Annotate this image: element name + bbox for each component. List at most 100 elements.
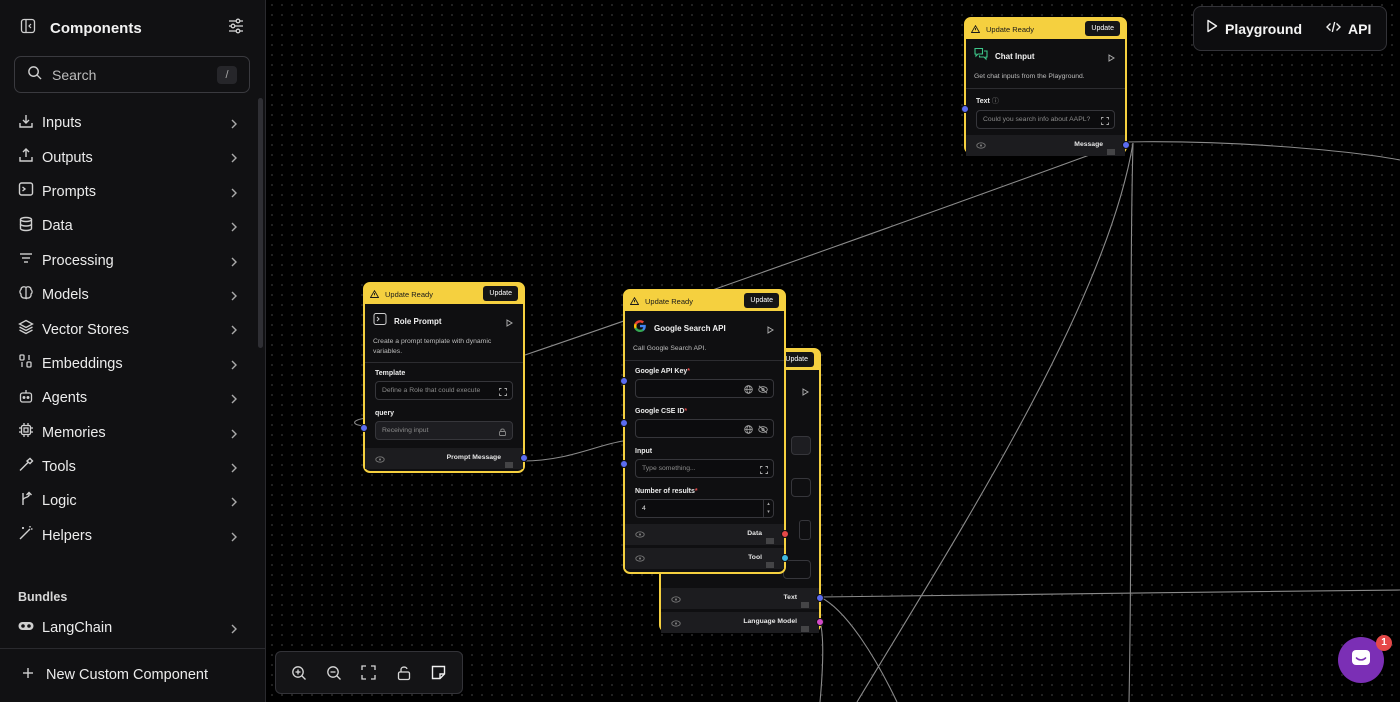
output-handle-message[interactable] [1122,140,1130,149]
drag-handle-icon[interactable] [766,555,774,573]
drag-handle-icon[interactable] [766,531,774,549]
globe-icon[interactable] [744,424,753,437]
bot-icon [18,388,34,409]
sidebar-item-outputs[interactable]: Outputs [0,140,256,174]
sidebar-item-processing[interactable]: Processing [0,244,256,278]
field-label-template: Template [375,370,406,377]
hidden-field-secret[interactable] [783,560,811,579]
eye-icon[interactable] [671,614,681,632]
top-action-bar: Playground API [1193,6,1387,51]
sidebar-item-models[interactable]: Models [0,278,256,312]
input-handle-text[interactable] [961,105,969,113]
sidebar-item-inputs[interactable]: Inputs [0,106,256,140]
stepper-arrows[interactable]: ▴▾ [763,499,773,517]
magic-wand-icon [18,525,34,546]
globe-icon[interactable] [744,384,753,397]
sidebar-item-helpers[interactable]: Helpers [0,519,256,553]
output-handle-prompt-message[interactable] [520,454,528,462]
hidden-field-select[interactable] [791,478,811,497]
input-handle-input[interactable] [620,460,628,468]
output-handle-text[interactable] [816,594,824,602]
sidebar-scrollbar[interactable] [258,98,263,348]
api-button[interactable]: API [1314,7,1383,50]
sidebar-item-tools[interactable]: Tools [0,450,256,484]
update-button[interactable]: Update [779,352,814,367]
text-input[interactable]: Could you search info about AAPL? [976,109,1115,129]
fit-view-icon[interactable] [357,661,381,685]
eye-off-icon[interactable] [758,384,768,397]
output-handle-data[interactable] [781,529,789,538]
search-input[interactable]: Search / [14,56,250,93]
eye-off-icon[interactable] [758,424,768,437]
sidebar-item-agents[interactable]: Agents [0,381,256,415]
drag-handle-icon[interactable] [801,595,809,613]
drag-handle-icon[interactable] [801,619,809,637]
drag-handle-icon[interactable] [505,455,513,473]
input-handle-cse-id[interactable] [620,419,628,427]
zoom-in-icon[interactable] [287,661,311,685]
sidebar-item-vector-stores[interactable]: Vector Stores [0,312,256,346]
banner-text: Update Ready [645,296,693,306]
sidebar-item-label: Data [42,218,73,235]
chevron-right-icon [230,186,238,204]
update-button[interactable]: Update [1085,21,1120,36]
template-input[interactable]: Define a Role that could execute [375,381,513,400]
chevron-right-icon [230,289,238,307]
google-search-api-node[interactable]: Update Ready Update Google Search API Ca… [620,289,789,574]
number-of-results-stepper[interactable]: 4 ▴▾ [635,498,774,518]
chat-input-node[interactable]: Update Ready Update Chat Input Get chat … [961,17,1130,156]
expand-icon[interactable] [499,386,507,399]
play-icon[interactable] [767,321,774,339]
unlock-icon[interactable] [392,661,416,685]
filter-settings-icon[interactable] [228,18,244,39]
role-prompt-node[interactable]: Update Ready Update Role Prompt Create a… [360,282,528,473]
input-handle-api-key[interactable] [620,377,628,385]
expand-icon[interactable] [1101,115,1109,128]
output-handle-tool[interactable] [781,553,789,562]
update-button[interactable]: Update [483,286,518,301]
notification-badge: 1 [1376,635,1392,651]
field-label-number-of-results: Number of results* [635,487,698,495]
eye-icon[interactable] [375,450,385,468]
sidebar-item-langchain[interactable]: LangChain [0,611,256,645]
sidebar-divider [0,648,266,649]
expand-icon[interactable] [760,464,768,477]
eye-icon[interactable] [671,590,681,608]
play-icon[interactable] [506,314,513,332]
lock-icon [499,426,506,439]
playground-button[interactable]: Playground [1194,7,1314,50]
warning-icon [970,20,981,38]
play-icon[interactable] [1108,49,1115,67]
chevron-right-icon [230,117,238,135]
eye-icon[interactable] [635,525,645,543]
sidebar-item-embeddings[interactable]: Embeddings [0,347,256,381]
google-api-key-input[interactable] [635,378,774,398]
drag-handle-icon[interactable] [1107,142,1115,160]
output-handle-language-model[interactable] [816,618,824,626]
hidden-field-lock[interactable] [791,436,811,455]
node-description: Call Google Search API. [633,345,707,352]
sticky-note-icon[interactable] [427,661,451,685]
input-handle-query[interactable] [360,424,368,432]
query-input-value: Receiving input [382,427,429,434]
chevron-right-icon [230,220,238,238]
hidden-field-stepper[interactable] [799,520,811,540]
sidebar-item-prompts[interactable]: Prompts [0,175,256,209]
eye-icon[interactable] [976,136,986,154]
number-of-results-value: 4 [642,504,646,512]
list-filter-icon [18,250,34,271]
search-query-input[interactable]: Type something... [635,458,774,478]
support-chat-button[interactable]: 1 [1338,635,1392,683]
zoom-out-icon[interactable] [322,661,346,685]
update-button[interactable]: Update [744,293,779,308]
flow-canvas[interactable]: Update Text Language Model [267,0,1400,702]
google-cse-id-input[interactable] [635,418,774,438]
sidebar-toggle-icon[interactable] [20,18,36,39]
eye-icon[interactable] [635,549,645,567]
new-custom-component-button[interactable]: New Custom Component [0,656,266,694]
sidebar-item-memories[interactable]: Memories [0,416,256,450]
sidebar-item-data[interactable]: Data [0,209,256,243]
play-icon[interactable] [802,383,809,401]
sidebar-item-logic[interactable]: Logic [0,484,256,518]
binary-icon [18,353,34,374]
